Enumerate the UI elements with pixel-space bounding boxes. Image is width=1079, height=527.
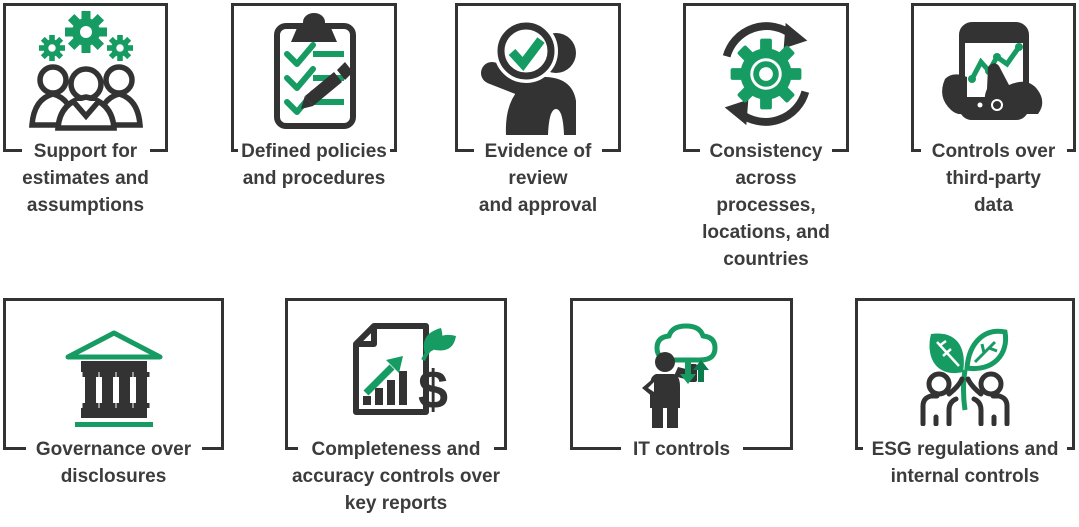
tablet-chart-hands-icon [935, 17, 1053, 131]
item-label: Controls over third-party data [931, 141, 1056, 216]
item-label: ESG regulations and internal controls [871, 439, 1059, 487]
bank-building-icon [58, 326, 170, 428]
clipboard-checklist-icon [257, 8, 371, 132]
magnifier-check-icon [478, 17, 598, 135]
gear-sync-arrows-icon [707, 14, 825, 134]
person-cloud-icon [632, 318, 732, 430]
people-gears-icon [24, 7, 148, 131]
item-label: IT controls [632, 439, 731, 460]
item-label: Consistency across processes, locations,… [702, 141, 830, 270]
svg-text:$: $ [418, 360, 448, 420]
item-label: Completeness and accuracy controls over … [291, 439, 501, 514]
item-label: Governance over disclosures [35, 439, 192, 487]
report-growth-dollar-icon: $ [330, 318, 462, 430]
item-label: Defined policies and procedures [241, 141, 387, 189]
esg-plant-people-icon [903, 322, 1027, 426]
item-label: Support for estimates and assumptions [22, 141, 149, 216]
item-label: Evidence of review and approval [478, 141, 598, 216]
